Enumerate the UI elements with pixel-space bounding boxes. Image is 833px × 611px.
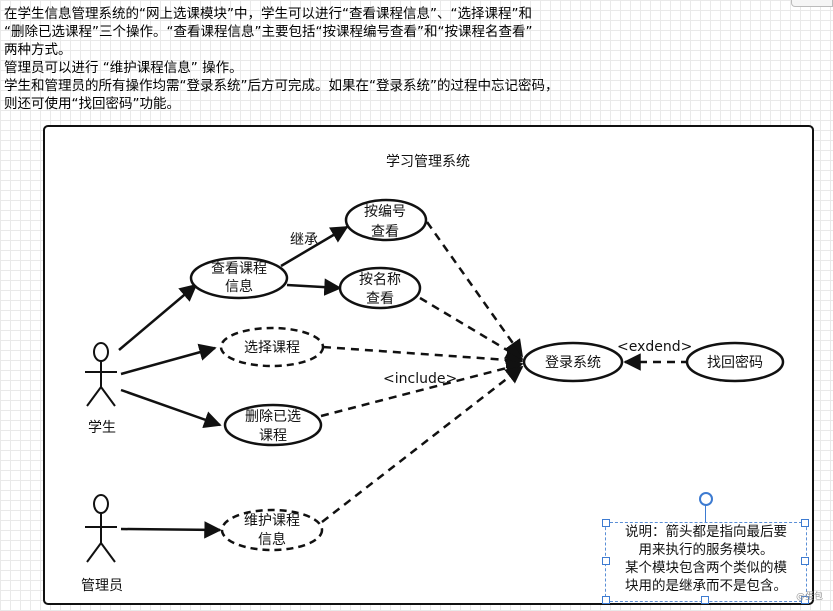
view-to-by-name[interactable] xyxy=(286,278,342,296)
rotate-handle-stem xyxy=(705,505,706,522)
note-line: 某个模块包含两个类似的模 xyxy=(625,560,787,576)
resize-handle-mid-right[interactable] xyxy=(801,557,809,565)
maintain-to-login[interactable] xyxy=(321,365,524,523)
resize-handle-top-left[interactable] xyxy=(602,519,610,527)
admin-right-leg xyxy=(100,542,116,563)
student-to-select-course[interactable] xyxy=(120,343,217,376)
use-case-label: 按名称 xyxy=(359,272,401,288)
use-case-label: 查看课程 xyxy=(211,261,267,277)
intro-line: 在学生信息管理系统的“网上选课模块”中，学生可以进行“查看课程信息”、“选择课程… xyxy=(4,6,532,22)
use-case-label: 维护课程 xyxy=(244,513,300,529)
use-case-label: 找回密码 xyxy=(707,354,763,371)
intro-line: “删除已选课程”三个操作。“查看课程信息”主要包括“按课程编号查看”和“按课程名… xyxy=(4,24,533,40)
resize-handle-bottom-mid[interactable] xyxy=(701,596,709,604)
use-case-recover-password[interactable]: 找回密码 xyxy=(685,341,785,383)
admin-label: 管理员 xyxy=(81,578,123,594)
note-textbox[interactable]: 说明：箭头都是指向最后要 用来执行的服务模块。 某个模块包含两个类似的模 块用的… xyxy=(605,522,807,602)
by-name-to-login[interactable] xyxy=(419,296,524,361)
note-line: 说明：箭头都是指向最后要 xyxy=(625,524,787,540)
rotate-handle[interactable] xyxy=(699,492,713,506)
watermark: @蛋包 xyxy=(795,592,823,602)
student-to-delete-course[interactable] xyxy=(120,388,222,428)
resize-handle-mid-left[interactable] xyxy=(602,557,610,565)
intro-line: 管理员可以进行 “维护课程信息” 操作。 xyxy=(4,60,243,76)
use-case-delete-course[interactable]: 删除已选 课程 xyxy=(223,403,323,447)
use-case-label: 信息 xyxy=(225,278,253,295)
admin-head xyxy=(93,494,109,514)
use-case-by-number[interactable]: 按编号 查看 xyxy=(344,198,428,242)
use-case-view-course[interactable]: 查看课程 信息 xyxy=(189,256,289,300)
use-case-by-name[interactable]: 按名称 查看 xyxy=(338,266,422,310)
system-boundary[interactable] xyxy=(43,125,814,605)
include-label: <include> xyxy=(383,371,457,387)
resize-handle-bottom-right[interactable] xyxy=(801,596,809,604)
use-case-maintain-course[interactable]: 维护课程 信息 xyxy=(220,508,324,552)
student-to-view-course[interactable] xyxy=(118,283,198,351)
use-case-label: 课程 xyxy=(259,428,287,444)
use-case-label: 查看 xyxy=(371,224,399,240)
use-case-label: 选择课程 xyxy=(244,340,300,356)
note-line: 块用的是继承而不是包含。 xyxy=(625,578,787,594)
use-case-select-course[interactable]: 选择课程 xyxy=(219,326,325,368)
use-case-login[interactable]: 登录系统 xyxy=(522,341,624,383)
select-to-login[interactable] xyxy=(322,345,524,369)
use-case-label: 删除已选 xyxy=(245,409,301,425)
student-left-leg xyxy=(86,386,102,407)
resize-handle-top-right[interactable] xyxy=(801,519,809,527)
system-title: 学习管理系统 xyxy=(386,154,470,170)
use-case-label: 信息 xyxy=(258,531,286,548)
student-actor[interactable] xyxy=(85,342,117,407)
use-case-label: 查看 xyxy=(366,291,394,307)
student-head xyxy=(93,342,109,362)
problem-description: 在学生信息管理系统的“网上选课模块”中，学生可以进行“查看课程信息”、“选择课程… xyxy=(4,5,724,113)
inherit-label: 继承 xyxy=(290,232,318,248)
use-case-label: 登录系统 xyxy=(545,355,601,371)
admin-to-maintain-course[interactable] xyxy=(120,521,222,539)
resize-handle-bottom-left[interactable] xyxy=(602,596,610,604)
admin-actor[interactable] xyxy=(85,494,117,563)
admin-left-leg xyxy=(86,542,102,563)
note-line: 用来执行的服务模块。 xyxy=(638,542,774,558)
intro-line: 两种方式。 xyxy=(4,42,72,58)
intro-line: 学生和管理员的所有操作均需“登录系统”后方可完成。如果在“登录系统”的过程中忘记… xyxy=(4,78,559,94)
student-right-leg xyxy=(100,386,116,407)
use-case-label: 按编号 xyxy=(364,204,406,220)
extend-label: <exdend> xyxy=(617,339,692,355)
view-to-by-number[interactable] xyxy=(280,225,349,268)
intro-line: 则还可使用“找回密码”功能。 xyxy=(4,96,180,112)
delete-to-login[interactable] xyxy=(320,359,524,418)
student-label: 学生 xyxy=(88,420,116,436)
